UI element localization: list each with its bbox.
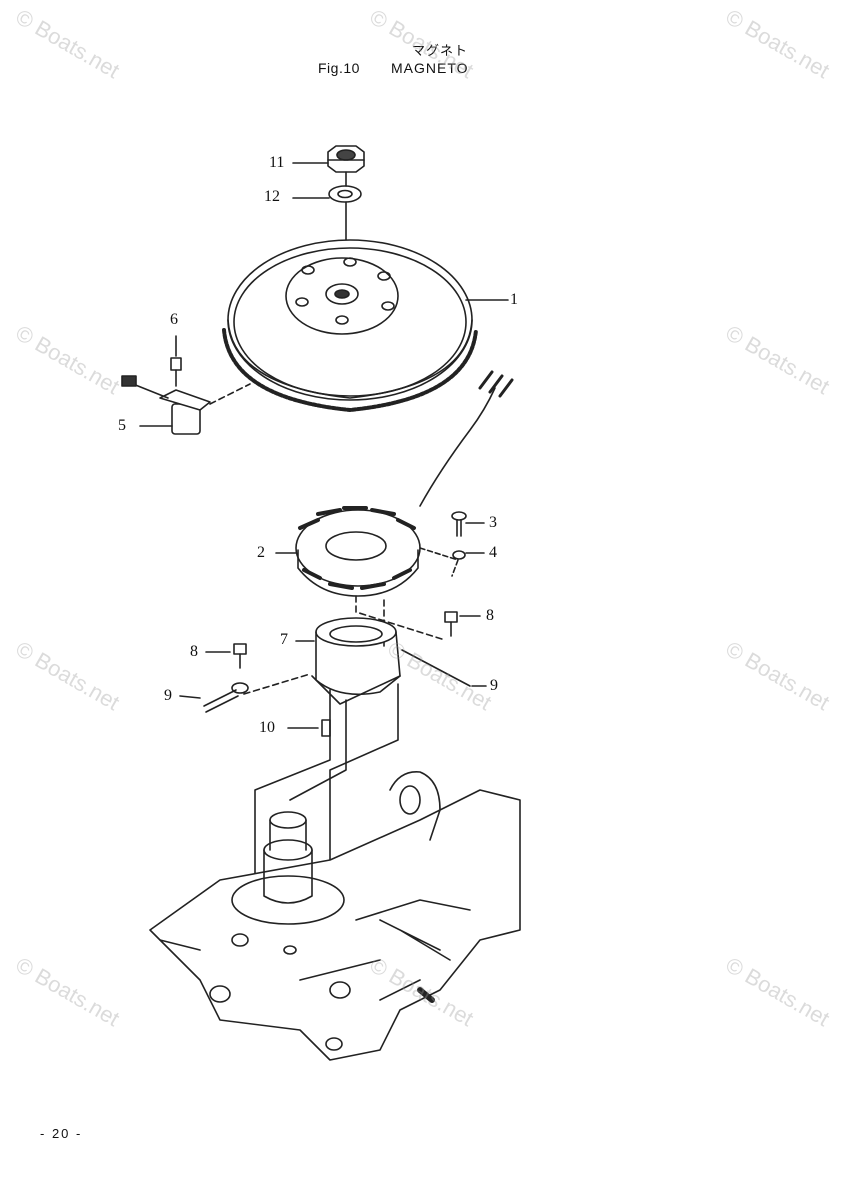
callout-7: 7: [280, 631, 288, 648]
callout-8-left: 8: [190, 643, 198, 660]
screw-part-6: [170, 335, 182, 387]
figure-number: Fig.10: [318, 60, 360, 76]
callout-12: 12: [264, 188, 280, 205]
stator-part-2: [275, 506, 421, 597]
washer-part-12: [328, 185, 362, 203]
title-japanese: マグネト: [411, 43, 468, 58]
callout-9-left: 9: [164, 687, 172, 704]
bolt-part-8-left: [205, 643, 247, 669]
page-number: - 20 -: [40, 1126, 83, 1141]
callout-5: 5: [118, 417, 126, 434]
pin-part-10: [287, 719, 331, 737]
link-part-9: [179, 649, 487, 713]
powerhead-block: [149, 771, 521, 1061]
nut-part-11: [327, 145, 365, 173]
pulser-coil-part-5: [121, 375, 251, 435]
callout-4: 4: [489, 544, 497, 561]
callout-3: 3: [489, 514, 497, 531]
callout-8-right: 8: [486, 607, 494, 624]
figure-title: MAGNETO: [391, 60, 469, 76]
flywheel-part-1: [222, 239, 509, 412]
callout-1: 1: [510, 291, 518, 308]
callout-6: 6: [170, 311, 178, 328]
stator-base-part-7: [295, 617, 401, 705]
callout-2: 2: [257, 544, 265, 561]
callout-11: 11: [269, 154, 285, 171]
washer-part-4: [419, 547, 485, 577]
callout-9-right: 9: [490, 677, 498, 694]
callout-10: 10: [259, 719, 275, 736]
bolt-part-8-right: [444, 611, 481, 637]
screw-part-3: [451, 511, 485, 537]
